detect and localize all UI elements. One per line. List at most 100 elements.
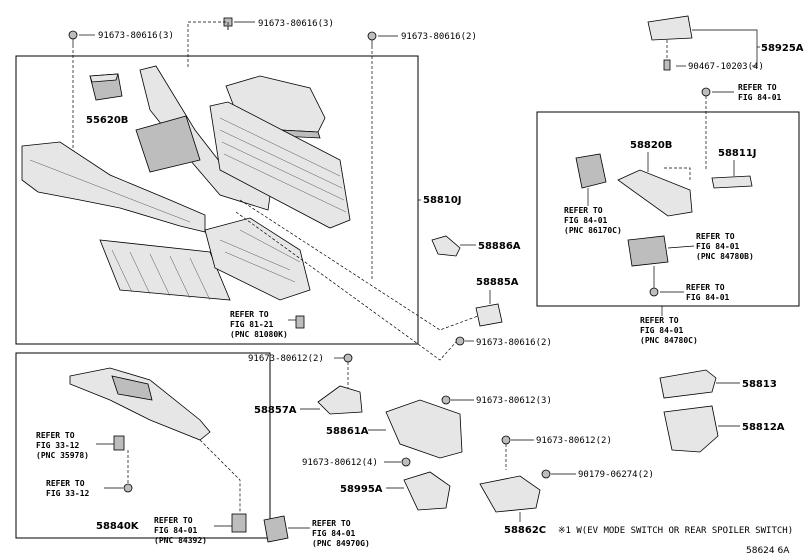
part-58885a-label: 58885A (476, 277, 519, 288)
refer-81-21[interactable]: REFER TO FIG 81-21 (PNC 81080K) (230, 310, 288, 339)
svg-text:(PNC 86170C): (PNC 86170C) (564, 226, 622, 235)
part-55620b-icon (89, 73, 123, 101)
part-58810j-label: 58810J (423, 195, 462, 206)
clip-90467-icon (663, 59, 671, 71)
svg-text:REFER TO: REFER TO (738, 83, 777, 92)
svg-text:FIG 84-01: FIG 84-01 (686, 293, 730, 302)
bolt-h-icon (401, 457, 411, 467)
part-58886a-label: 58886A (478, 241, 521, 252)
part-58995a-label: 58995A (340, 484, 383, 495)
part-58813-icon (659, 369, 717, 399)
svg-text:(PNC 84970G): (PNC 84970G) (312, 539, 370, 548)
main-console-frame (15, 55, 419, 345)
svg-text:REFER TO: REFER TO (154, 516, 193, 525)
svg-text:REFER TO: REFER TO (686, 283, 725, 292)
svg-text:FIG 33-12: FIG 33-12 (46, 489, 90, 498)
console-box-icon (204, 217, 311, 301)
svg-text:FIG 84-01: FIG 84-01 (640, 326, 684, 335)
bolt-g-label: 91673-80612(2) (536, 436, 612, 446)
bolt-a-icon (68, 30, 78, 45)
refer-84970g[interactable]: REFER TO FIG 84-01 (PNC 84970G) (312, 519, 370, 548)
part-58820b-label: 58820B (630, 140, 672, 151)
bolt-g-icon (501, 435, 511, 445)
svg-text:REFER TO: REFER TO (46, 479, 85, 488)
svg-text:REFER TO: REFER TO (36, 431, 75, 440)
part-58862c-label: 58862C (504, 525, 546, 536)
svg-text:FIG 33-12: FIG 33-12 (36, 441, 80, 450)
part-58862c-icon (479, 475, 541, 513)
refer-84780b[interactable]: REFER TO FIG 84-01 (PNC 84780B) (696, 232, 754, 261)
svg-text:(PNC 84780B): (PNC 84780B) (696, 252, 754, 261)
connector-81080k-icon (295, 315, 305, 329)
bolt-c-label: 91673-80616(2) (401, 32, 477, 42)
svg-text:REFER TO: REFER TO (230, 310, 269, 319)
switch-assembly-frame (536, 111, 800, 307)
lower-grille-icon (99, 239, 231, 301)
svg-text:REFER TO: REFER TO (564, 206, 603, 215)
refer-84780c[interactable]: REFER TO FIG 84-01 (PNC 84780C) (640, 316, 698, 345)
bolt-e-label: 91673-80612(2) (248, 354, 324, 364)
part-58812a-icon (663, 405, 719, 453)
grille-panel-icon (209, 101, 351, 229)
clip-90179-icon (541, 469, 551, 479)
bolt-h-label: 91673-80612(4) (302, 458, 378, 468)
connector-35978-icon (113, 435, 125, 451)
bolt-c-icon (367, 31, 377, 46)
bolt-a-label: 91673-80616(3) (98, 31, 174, 41)
bolt-33-12-icon (123, 483, 133, 493)
svg-text:FIG 84-01: FIG 84-01 (696, 242, 740, 251)
svg-text:FIG 84-01: FIG 84-01 (154, 526, 198, 535)
bolt-f-label: 91673-80612(3) (476, 396, 552, 406)
refer-33-12-pnc[interactable]: REFER TO FIG 33-12 (PNC 35978) (36, 431, 89, 460)
svg-text:FIG 84-01: FIG 84-01 (312, 529, 356, 538)
svg-text:FIG 84-01: FIG 84-01 (738, 93, 782, 102)
part-55620b-label: 55620B (86, 115, 128, 126)
svg-text:REFER TO: REFER TO (312, 519, 351, 528)
clip-90467-label: 90467-10203(4) (688, 62, 764, 72)
svg-text:FIG 84-01: FIG 84-01 (564, 216, 608, 225)
refer-86170c[interactable]: REFER TO FIG 84-01 (PNC 86170C) (564, 206, 622, 235)
part-58857a-label: 58857A (254, 405, 297, 416)
part-58857a-icon (317, 385, 363, 415)
part-58811j-label: 58811J (718, 148, 757, 159)
bolt-d-label: 91673-80616(2) (476, 338, 552, 348)
shift-panel-icon (69, 367, 211, 441)
bolt-refer-top-icon (701, 87, 711, 97)
bolt-refer-box-icon (649, 287, 659, 297)
bolt-d-icon (455, 336, 465, 346)
footnote: ※1 W(EV MODE SWITCH OR REAR SPOILER SWIT… (558, 526, 793, 536)
refer-84-01-box[interactable]: REFER TO FIG 84-01 (686, 283, 730, 302)
refer-84-01-top[interactable]: REFER TO FIG 84-01 (738, 83, 782, 102)
part-58885a-icon (475, 303, 503, 327)
part-58813-label: 58813 (742, 379, 777, 390)
part-58840k-label: 58840K (96, 521, 140, 532)
refer-33-12[interactable]: REFER TO FIG 33-12 (46, 479, 90, 498)
refer-84392[interactable]: REFER TO FIG 84-01 (PNC 84392) (154, 516, 207, 545)
shift-panel-frame (15, 352, 271, 539)
bolt-e-icon (343, 353, 353, 363)
svg-text:(PNC 84392): (PNC 84392) (154, 536, 207, 545)
part-58820b-icon (617, 169, 693, 217)
part-58811j-icon (711, 175, 753, 189)
svg-text:(PNC 35978): (PNC 35978) (36, 451, 89, 460)
svg-text:REFER TO: REFER TO (640, 316, 679, 325)
clip-90179-label: 90179-06274(2) (578, 470, 654, 480)
part-58995a-icon (403, 471, 451, 511)
bolt-b-label: 91673-80616(3) (258, 19, 334, 29)
switch-84780b-icon (627, 235, 669, 267)
bolt-f-icon (441, 395, 451, 405)
svg-text:FIG 81-21: FIG 81-21 (230, 320, 274, 329)
svg-text:REFER TO: REFER TO (696, 232, 735, 241)
side-panel-icon (21, 141, 206, 233)
figure-code: 58624 6A (746, 546, 790, 556)
bolt-b-dash (187, 21, 229, 68)
part-58812a-label: 58812A (742, 422, 785, 433)
part-58925a-icon (647, 15, 693, 41)
switch-body-icon (575, 153, 607, 189)
part-58925a-label: 58925A (761, 43, 804, 54)
svg-text:(PNC 84780C): (PNC 84780C) (640, 336, 698, 345)
connector-84970g-icon (263, 515, 289, 543)
connector-84392-icon (231, 513, 247, 533)
part-58861a-label: 58861A (326, 426, 369, 437)
